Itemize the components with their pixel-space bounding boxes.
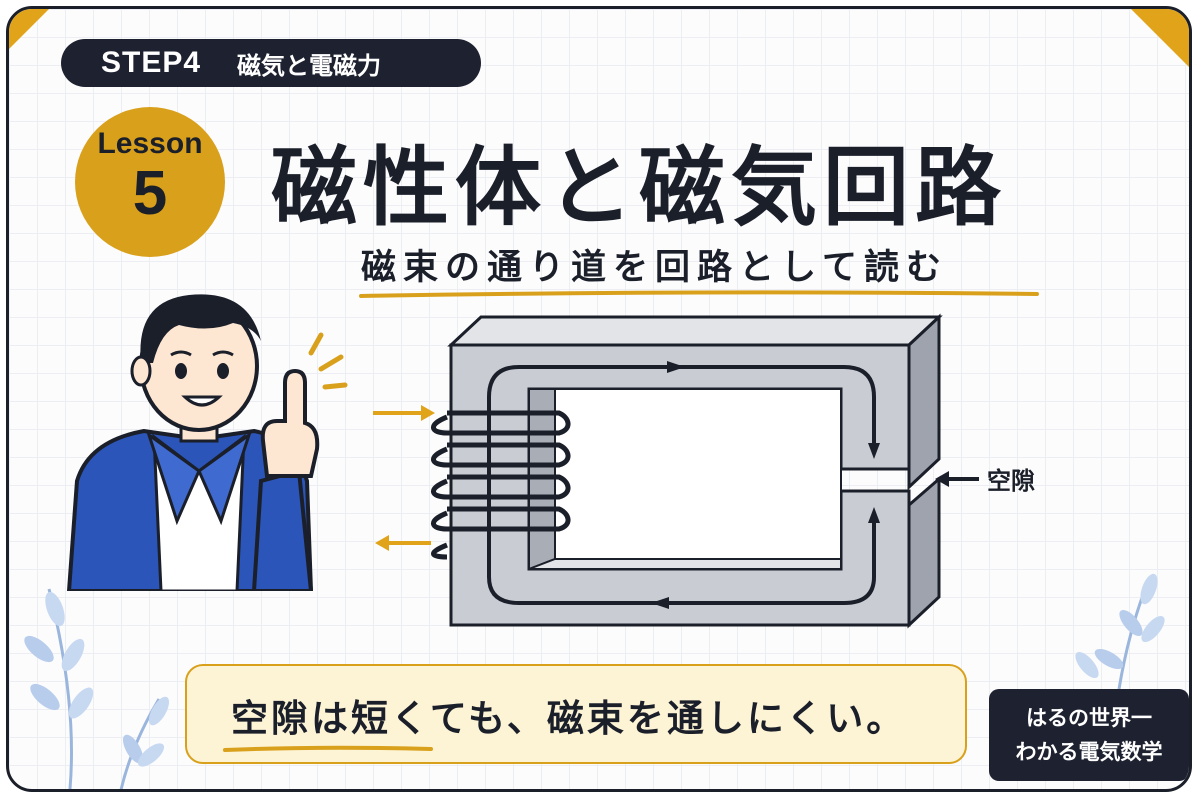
slide-frame: STEP4 磁気と電磁力 Lesson 5 磁性体と磁気回路 磁束の通り道を回路… (6, 6, 1192, 792)
corner-accent-right (1131, 9, 1189, 67)
page-title: 磁性体と磁気回路 (271, 138, 1007, 238)
corner-accent-left (9, 9, 49, 49)
step-title: 磁気と電磁力 (237, 51, 382, 80)
brand-line-1: はるの世界一 (1026, 706, 1152, 730)
step-number: STEP4 (101, 46, 202, 79)
leaf-sprig-icon-right (1075, 573, 1165, 689)
person-pointing-icon (66, 294, 348, 591)
subtitle-underline (359, 290, 1039, 298)
key-point-box: 空隙は短くても、磁束を通しにくい。 (185, 664, 967, 764)
leaf-sprig-icon (24, 588, 170, 789)
key-point-text: 空隙は短くても、磁束を通しにくい。 (231, 697, 907, 740)
magnetic-circuit-diagram (373, 313, 979, 629)
step-pill: STEP4 磁気と電磁力 (61, 39, 481, 87)
lesson-label: Lesson (97, 127, 203, 160)
key-point-underline (223, 745, 433, 752)
brand-line-2: わかる電気数学 (1015, 740, 1163, 764)
lesson-badge: Lesson 5 (75, 107, 225, 257)
lesson-number: 5 (132, 159, 168, 228)
gap-label: 空隙 (987, 467, 1035, 495)
page-subtitle: 磁束の通り道を回路として読む (361, 248, 948, 288)
brand-box: はるの世界一 わかる電気数学 (989, 689, 1189, 781)
